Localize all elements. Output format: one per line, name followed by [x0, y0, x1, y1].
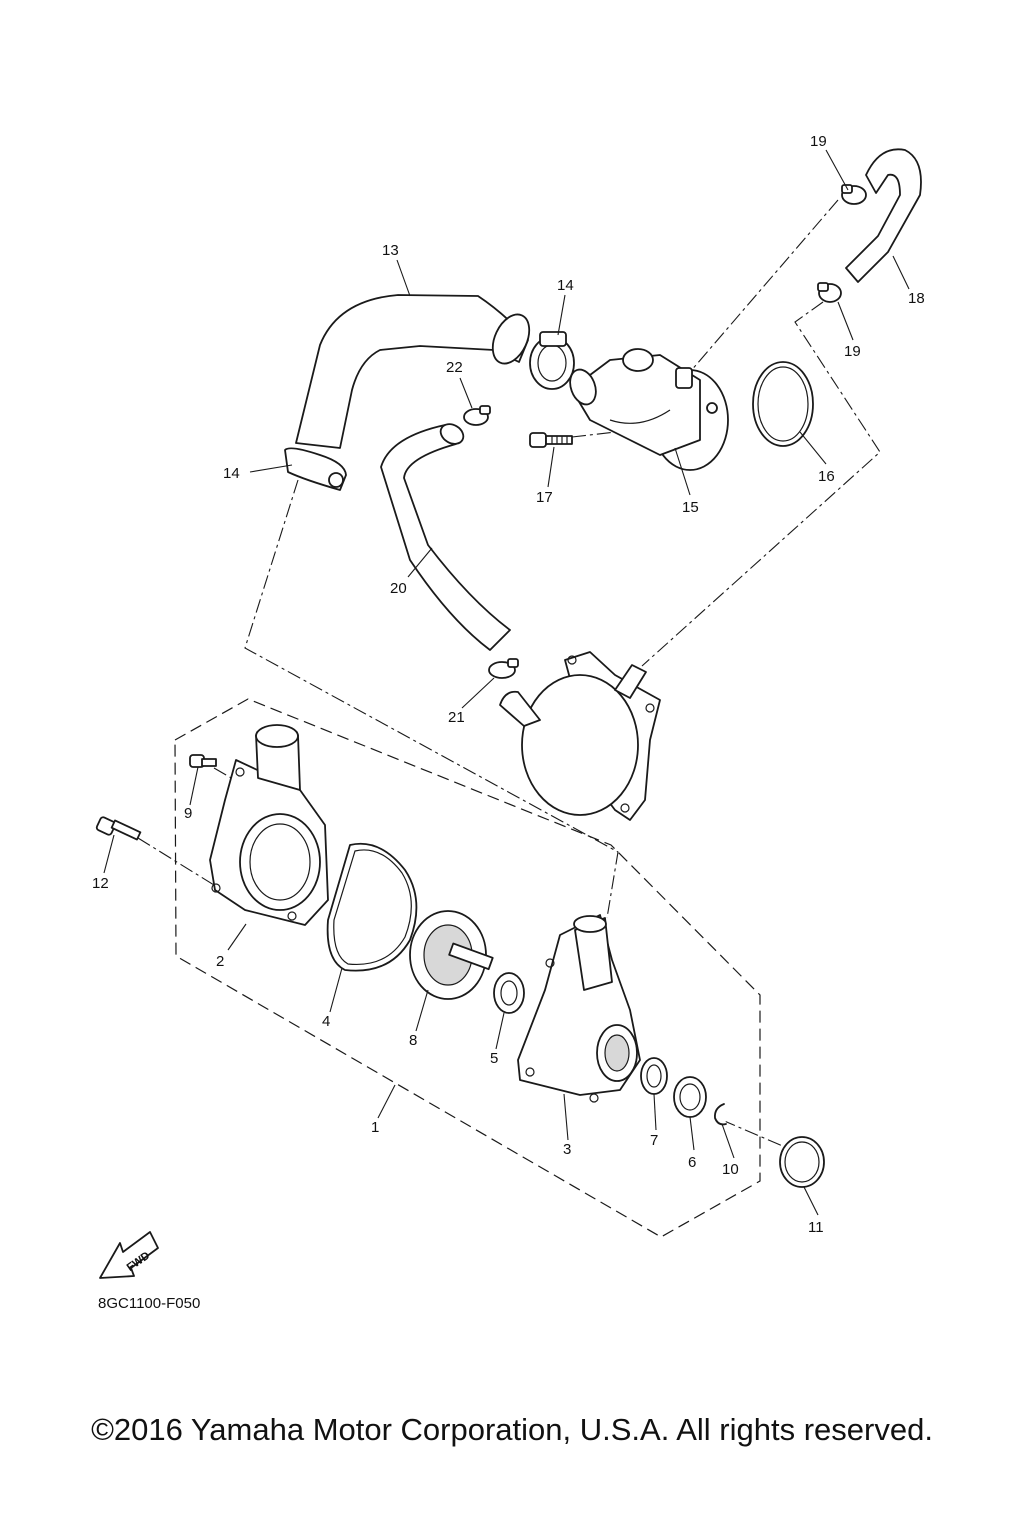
- callout-22: 22: [446, 359, 463, 376]
- callout-13: 13: [382, 242, 399, 259]
- callout-20: 20: [390, 580, 407, 597]
- callout-16: 16: [818, 468, 835, 485]
- callout-1: 1: [371, 1119, 379, 1136]
- callout-7: 7: [650, 1132, 658, 1149]
- part-16-o-ring: [752, 361, 814, 447]
- part-7-seal: [640, 1057, 668, 1095]
- assembly-1-boundary: [174, 698, 761, 1238]
- part-11-o-ring: [779, 1136, 825, 1188]
- callout-15: 15: [682, 499, 699, 516]
- callout-19-upper: 19: [810, 133, 827, 150]
- callout-3: 3: [563, 1141, 571, 1158]
- part-2-pump-cover: [209, 724, 329, 926]
- callout-2: 2: [216, 953, 224, 970]
- part-18-hose: [845, 148, 922, 283]
- leader-lines: [103, 149, 910, 1216]
- callout-12: 12: [92, 875, 109, 892]
- part-12-bolt: [95, 816, 142, 841]
- callout-5: 5: [490, 1050, 498, 1067]
- part-4-gasket: [326, 842, 418, 972]
- part-6-bearing: [673, 1076, 707, 1118]
- part-10-circlip: [714, 1103, 727, 1126]
- routing-line-hose-14: [244, 479, 619, 919]
- part-20-bypass-hose: [380, 423, 511, 651]
- routing-line-hose-18: [689, 199, 839, 373]
- part-21-hose-clip: [488, 658, 519, 679]
- callout-19-lower: 19: [844, 343, 861, 360]
- part-5-seal: [493, 972, 525, 1014]
- callout-21: 21: [448, 709, 465, 726]
- part-19-clamp-lower: [817, 282, 842, 303]
- part-14-clamp-lower: [284, 447, 347, 491]
- callout-14-upper: 14: [557, 277, 574, 294]
- part-3-pump-housing: [517, 914, 641, 1103]
- callout-8: 8: [409, 1032, 417, 1049]
- part-9-bolt: [189, 754, 217, 768]
- routing-line-hose-19: [641, 301, 881, 667]
- callout-18: 18: [908, 290, 925, 307]
- callout-9: 9: [184, 805, 192, 822]
- part-8-impeller: [409, 910, 494, 1000]
- callout-11: 11: [808, 1219, 824, 1236]
- callout-4: 4: [322, 1013, 330, 1030]
- engine-cover: [499, 651, 661, 821]
- part-17-bolt: [529, 432, 573, 448]
- drawing-code: 8GC1100-F050: [98, 1295, 200, 1312]
- copyright-notice: ©2016 Yamaha Motor Corporation, U.S.A. A…: [91, 1412, 933, 1447]
- callout-6: 6: [688, 1154, 696, 1171]
- callout-14-lower: 14: [223, 465, 240, 482]
- routing-line-clip-10: [721, 1119, 793, 1151]
- routing-line-bolt-17: [571, 431, 617, 438]
- routing-line-bolt-12: [137, 837, 215, 886]
- part-19-clamp-upper: [841, 184, 867, 205]
- part-13-hose: [295, 294, 531, 449]
- part-15-thermostat-housing: [569, 348, 729, 471]
- callout-numbers: 19 13 14 18 22 19 14 16 17 15 20 21 9 12…: [92, 133, 925, 1236]
- callout-10: 10: [722, 1161, 739, 1178]
- fwd-arrow-icon: FWD: [99, 1231, 159, 1279]
- part-22-hose-clip: [463, 405, 491, 426]
- part-14-clamp-upper: [529, 331, 575, 390]
- callout-17: 17: [536, 489, 553, 506]
